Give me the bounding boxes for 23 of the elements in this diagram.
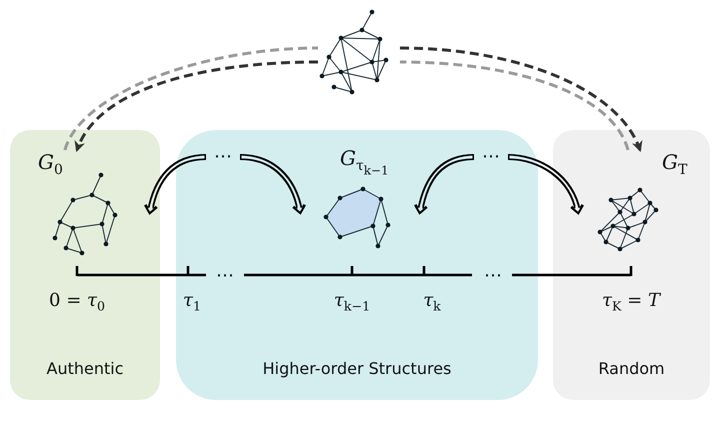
stage-title: Higher-order Structures	[262, 359, 452, 378]
curved-arrow	[508, 154, 584, 214]
time-label: τ$_{1}$	[183, 290, 201, 314]
curved-arrow	[414, 154, 474, 214]
stage-panel	[553, 130, 710, 400]
stage-title: Authentic	[46, 359, 124, 378]
stage-panel	[176, 130, 538, 400]
ellipsis: ⋯	[481, 148, 501, 166]
time-label: τ$_{K}$ = T	[602, 290, 660, 314]
time-label: τ$_{k}$	[423, 290, 441, 314]
curved-arrow	[240, 154, 306, 214]
dashed-arrow	[400, 46, 642, 152]
ellipsis: ⋯	[484, 267, 502, 285]
dashed-arrow	[76, 60, 318, 152]
stage-title: Random	[597, 359, 666, 378]
time-label: 0 = τ$_{0}$	[49, 290, 105, 314]
time-label: τ$_{k−1}$	[334, 290, 370, 314]
graph-label: G$_{T}$	[662, 150, 688, 179]
curved-arrow	[144, 154, 206, 214]
graph-label: G$_{0}$	[38, 150, 63, 179]
stage-panel	[10, 130, 160, 400]
ellipsis: ⋯	[213, 148, 233, 166]
ellipsis: ⋯	[216, 267, 234, 285]
